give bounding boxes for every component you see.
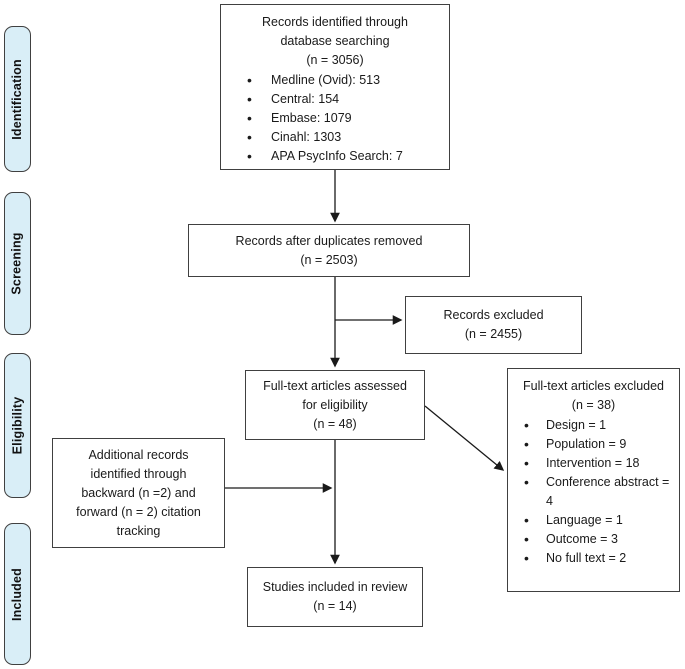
- records-excluded-count: (n = 2455): [464, 327, 523, 341]
- arrow-assessed-to-fulltext-excluded: [424, 405, 505, 471]
- additional-records-line2: identified through: [90, 466, 187, 481]
- fulltext-excluded-count: (n = 38): [571, 398, 616, 412]
- box-fulltext-assessed: Full-text articles assessed for eligibil…: [245, 370, 425, 440]
- box-records-excluded: Records excluded (n = 2455): [405, 296, 582, 354]
- studies-included-line1: Studies included in review: [262, 580, 408, 594]
- fulltext-assessed-count: (n = 48): [313, 416, 357, 431]
- list-item: Medline (Ovid): 513: [247, 71, 445, 90]
- fulltext-excluded-reasons: Design = 1 Population = 9 Intervention =…: [508, 416, 679, 568]
- additional-records-line3: backward (n =2) and: [81, 485, 196, 500]
- box-duplicates-removed: Records after duplicates removed (n = 25…: [188, 224, 470, 277]
- additional-records-line1: Additional records: [88, 447, 189, 462]
- records-excluded-line1: Records excluded: [443, 308, 544, 322]
- list-item: Cinahl: 1303: [247, 128, 445, 147]
- stage-screening: Screening: [4, 192, 31, 335]
- list-item: No full text = 2: [524, 549, 675, 568]
- list-item: Population = 9: [524, 435, 675, 454]
- duplicates-removed-line1: Records after duplicates removed: [235, 233, 423, 248]
- stage-identification-label: Identification: [10, 58, 25, 140]
- box-studies-included: Studies included in review (n = 14): [247, 567, 423, 627]
- list-item: APA PsycInfo Search: 7: [247, 147, 445, 166]
- box-records-identified: Records identified through database sear…: [220, 4, 450, 170]
- list-item: Conference abstract = 4: [524, 473, 675, 511]
- list-item: Central: 154: [247, 90, 445, 109]
- additional-records-line4: forward (n = 2) citation: [76, 504, 201, 519]
- stage-included-label: Included: [10, 567, 24, 621]
- stage-eligibility-label: Eligibility: [10, 396, 25, 455]
- duplicates-removed-count: (n = 2503): [300, 252, 358, 267]
- stage-included: Included: [4, 523, 31, 665]
- additional-records-line5: tracking: [116, 523, 161, 538]
- fulltext-assessed-line1: Full-text articles assessed: [263, 378, 407, 393]
- stage-eligibility: Eligibility: [4, 353, 31, 498]
- fulltext-assessed-line2: for eligibility: [302, 397, 368, 412]
- studies-included-count: (n = 14): [313, 599, 357, 613]
- list-item: Outcome = 3: [524, 530, 675, 549]
- records-identified-line1: Records identified through: [262, 15, 408, 29]
- list-item: Language = 1: [524, 511, 675, 530]
- records-identified-count: (n = 3056): [306, 53, 364, 67]
- records-identified-sources: Medline (Ovid): 513 Central: 154 Embase:…: [221, 71, 449, 166]
- list-item: Intervention = 18: [524, 454, 675, 473]
- stage-screening-label: Screening: [10, 232, 24, 295]
- stage-identification: Identification: [4, 26, 31, 172]
- fulltext-excluded-line1: Full-text articles excluded: [522, 379, 665, 393]
- list-item: Embase: 1079: [247, 109, 445, 128]
- box-additional-records: Additional records identified through ba…: [52, 438, 225, 548]
- box-fulltext-excluded: Full-text articles excluded (n = 38) Des…: [507, 368, 680, 592]
- list-item: Design = 1: [524, 416, 675, 435]
- records-identified-line2: database searching: [280, 34, 390, 48]
